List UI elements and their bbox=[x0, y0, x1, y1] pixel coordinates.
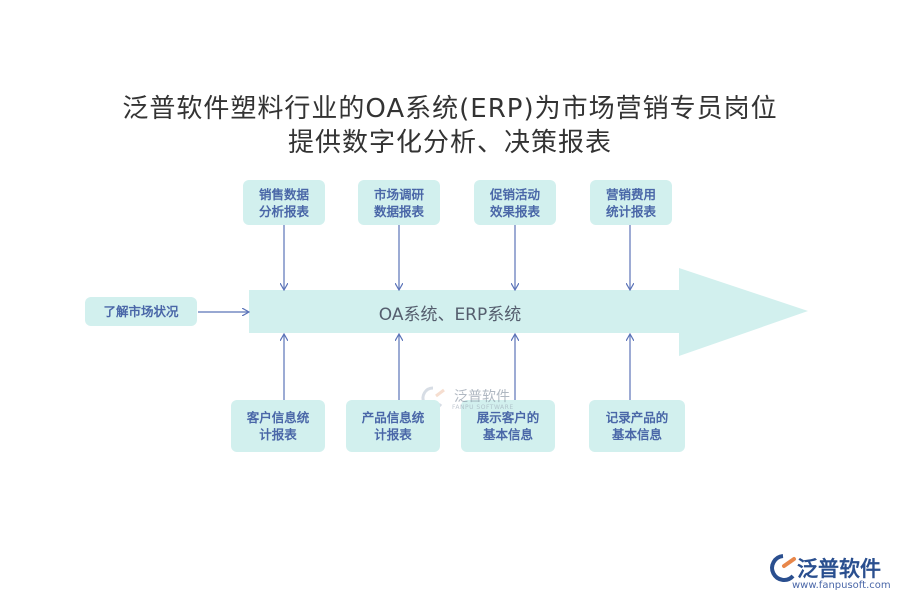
watermark-subtext: FANPU SOFTWARE bbox=[452, 404, 514, 411]
bottom-box-customer-info-report: 客户信息统 计报表 bbox=[231, 400, 325, 452]
bottom-box-product-info-report: 产品信息统 计报表 bbox=[346, 400, 440, 452]
logo-name: 泛普软件 bbox=[797, 557, 881, 581]
top-box-market-research-report: 市场调研 数据报表 bbox=[358, 180, 440, 225]
input-box-market-status: 了解市场状况 bbox=[85, 297, 197, 326]
top-box-promotion-effect-report: 促销活动 效果报表 bbox=[474, 180, 556, 225]
top-box-marketing-expense-report: 营销费用 统计报表 bbox=[590, 180, 672, 225]
fanpu-logo-icon bbox=[770, 554, 796, 582]
bottom-box-customer-basic-info: 展示客户的 基本信息 bbox=[461, 400, 555, 452]
diagram-title-line-2: 提供数字化分析、决策报表 bbox=[287, 128, 612, 158]
logo-url: www.fanpusoft.com bbox=[792, 580, 891, 591]
main-arrow-label: OA系统、ERP系统 bbox=[378, 305, 522, 325]
top-box-sales-data-report: 销售数据 分析报表 bbox=[243, 180, 325, 225]
diagram-title-line-1: 泛普软件塑料行业的OA系统(ERP)为市场营销专员岗位 bbox=[122, 94, 778, 124]
main-arrow-shape bbox=[249, 268, 808, 356]
watermark-text: 泛普软件 bbox=[454, 389, 510, 405]
bottom-box-product-basic-info: 记录产品的 基本信息 bbox=[589, 400, 685, 452]
